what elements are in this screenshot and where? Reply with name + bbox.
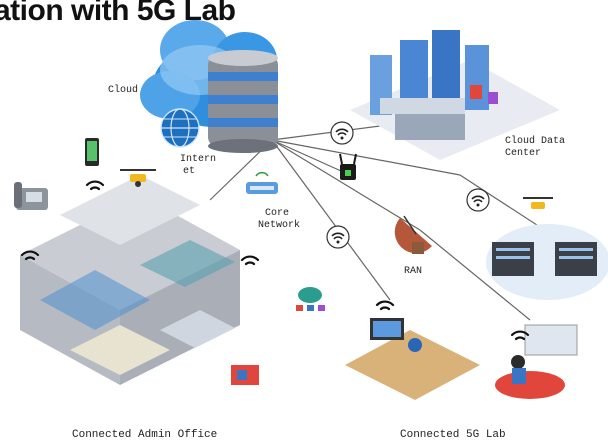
- wifi-badge-2: [466, 188, 490, 212]
- drone-icon: [120, 169, 156, 187]
- link-to-router: [271, 139, 351, 176]
- globe-icon: [160, 108, 200, 148]
- wifi-badge-1: [330, 121, 354, 145]
- wifi-badges: [326, 121, 490, 249]
- link-to-lab-desk: [271, 139, 391, 301]
- drone-icon-lab: [523, 197, 553, 209]
- label-core-network-2: Network: [258, 220, 301, 231]
- circuit-board-icon: [231, 365, 259, 385]
- satellite-dish-icon: [394, 215, 432, 254]
- network-cloud-icon: [296, 287, 325, 311]
- wifi-badge-3: [326, 225, 350, 249]
- data-center-icon: [350, 30, 560, 160]
- label-cloud-data-center-2: Center: [505, 148, 542, 159]
- label-internet-2: et: [183, 166, 196, 177]
- label-core-network-1: Core: [265, 208, 290, 219]
- link-to-ran: [271, 139, 421, 231]
- label-ran: RAN: [404, 266, 423, 277]
- smartphone-icon: [85, 138, 99, 166]
- label-internet-1: Intern: [180, 154, 217, 165]
- link-to-lab-router: [271, 139, 461, 176]
- core-network-icon: [246, 171, 278, 194]
- laptop-icon: [495, 324, 578, 399]
- label-connected-5g-lab: Connected 5G Lab: [400, 429, 506, 441]
- link-to-data-center: [271, 125, 381, 141]
- router-icon: [339, 153, 357, 180]
- office-building-icon: [20, 175, 240, 385]
- lab-desk-icon: [345, 318, 480, 400]
- label-cloud: Cloud: [108, 85, 139, 96]
- label-connected-admin-office: Connected Admin Office: [72, 429, 218, 441]
- database-server-icon: [208, 50, 278, 153]
- server-rack-icon: [486, 224, 608, 300]
- wifi-icons: [20, 180, 530, 341]
- link-to-remote-user: [419, 229, 531, 321]
- label-cloud-data-center-1: Cloud Data: [505, 136, 566, 147]
- phone-icon: [14, 182, 48, 210]
